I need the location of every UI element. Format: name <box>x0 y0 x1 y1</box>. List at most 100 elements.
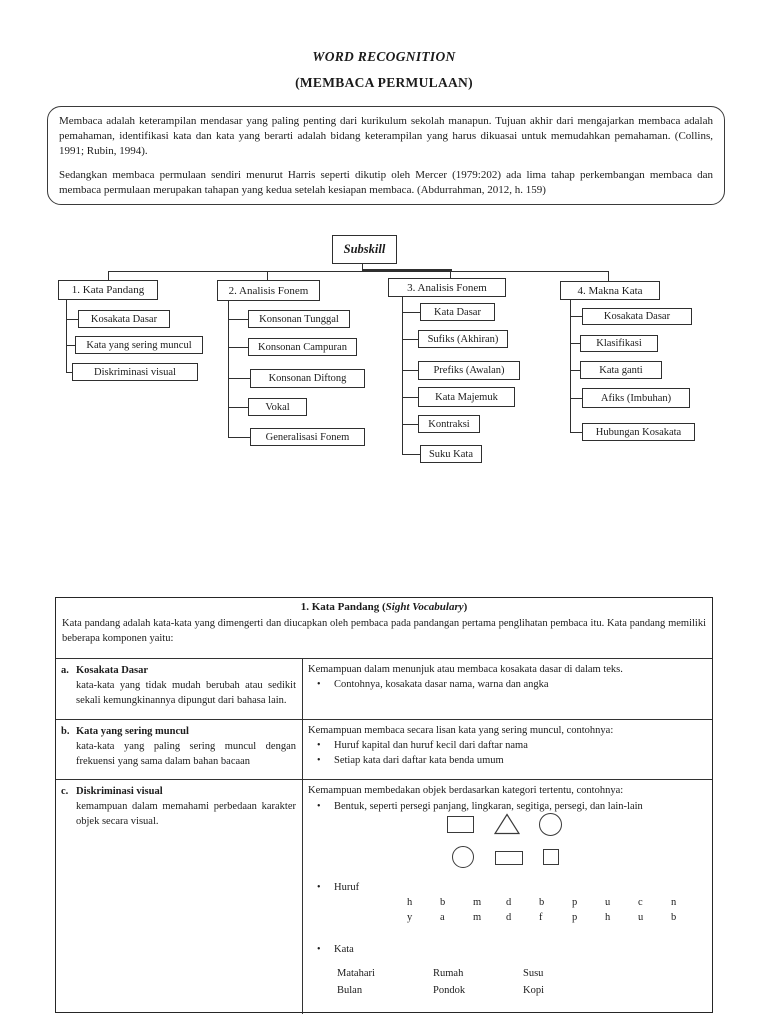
connector-line <box>108 271 109 280</box>
connector-line <box>402 424 418 425</box>
table-intro-paragraph: Kata pandang adalah kata-kata yang dimen… <box>62 618 706 644</box>
doc-title: WORD RECOGNITION <box>312 49 456 64</box>
row-b-description-cell: Kemampuan membaca secara lisan kata yang… <box>303 720 712 779</box>
bullet-icon: • <box>317 755 321 766</box>
bullet-item: • Huruf <box>317 882 360 893</box>
connector-line <box>66 372 72 373</box>
connector-line <box>570 300 571 432</box>
intro-paragraph-1: Membaca adalah keterampilan mendasar yan… <box>59 115 713 157</box>
row-definition: kemampuan dalam memahami perbedaan karak… <box>76 801 296 827</box>
diagram-child-box: Generalisasi Fonem <box>250 428 365 446</box>
row-letter: a. <box>61 665 69 676</box>
row-letter: b. <box>61 726 70 737</box>
triangle-shape <box>494 813 520 835</box>
connector-line <box>267 271 268 280</box>
connector-line <box>228 347 248 348</box>
row-description: Kemampuan dalam menunjuk atau membaca ko… <box>308 664 623 675</box>
diagram-child-box: Afiks (Imbuhan) <box>582 388 690 408</box>
connector-line <box>402 297 403 454</box>
row-description: Kemampuan membaca secara lisan kata yang… <box>308 725 614 736</box>
square-shape <box>543 849 559 865</box>
row-b-term-cell: b. Kata yang sering muncul kata-kata yan… <box>56 720 303 779</box>
diagram-child-box: Vokal <box>248 398 307 416</box>
bullet-icon: • <box>317 801 321 812</box>
bullet-icon: • <box>317 944 321 955</box>
bullet-icon: • <box>317 740 321 751</box>
diagram-child-box: Hubungan Kosakata <box>582 423 695 441</box>
diagram-child-box: Konsonan Diftong <box>250 369 365 388</box>
table-title: 1. Kata Pandang (Sight Vocabulary) <box>300 601 468 613</box>
diagram-branch-makna-kata: 4. Makna Kata <box>560 281 660 300</box>
connector-line <box>570 316 582 317</box>
diagram-child-box: Kosakata Dasar <box>78 310 170 328</box>
table-header: 1. Kata Pandang (Sight Vocabulary) Kata … <box>56 598 712 658</box>
kata-pandang-table: 1. Kata Pandang (Sight Vocabulary) Kata … <box>55 597 713 1014</box>
connector-line <box>228 319 248 320</box>
connector-line <box>108 271 608 272</box>
diagram-child-box: Sufiks (Akhiran) <box>418 330 508 348</box>
row-letter: c. <box>61 786 69 797</box>
row-term: Kosakata Dasar <box>76 665 149 676</box>
circle-shape <box>452 846 474 868</box>
row-definition: kata-kata yang tidak mudah berubah atau … <box>76 680 296 706</box>
row-term: Kata yang sering muncul <box>76 726 189 737</box>
connector-line <box>402 312 420 313</box>
row-a-term-cell: a. Kosakata Dasar kata-kata yang tidak m… <box>56 659 303 719</box>
connector-line <box>402 454 420 455</box>
connector-line <box>228 407 248 408</box>
row-c-description-cell: Kemampuan membedakan objek berdasarkan k… <box>303 780 712 1014</box>
diagram-child-box: Suku Kata <box>420 445 482 463</box>
row-a-description-cell: Kemampuan dalam menunjuk atau membaca ko… <box>303 659 712 719</box>
diagram-child-box: Kata Dasar <box>420 303 495 321</box>
diagram-child-box: Kata ganti <box>580 361 662 379</box>
bullet-item: • Contohnya, kosakata dasar nama, warna … <box>317 679 549 690</box>
diagram-child-box: Konsonan Campuran <box>248 338 357 356</box>
row-c-term-cell: c. Diskriminasi visual kemampuan dalam m… <box>56 780 303 1014</box>
connector-line <box>608 271 609 281</box>
connector-line <box>570 343 580 344</box>
connector-line <box>66 345 75 346</box>
row-definition: kata-kata yang paling sering muncul deng… <box>76 741 296 767</box>
bullet-icon: • <box>317 882 321 893</box>
connector-line <box>66 300 67 372</box>
connector-line <box>570 370 580 371</box>
intro-box: Membaca adalah keterampilan mendasar yan… <box>47 106 725 205</box>
diagram-branch-analisis-fonem-2: 2. Analisis Fonem <box>217 280 320 301</box>
connector-line <box>362 264 363 272</box>
connector-line <box>402 339 418 340</box>
diagram-child-box: Prefiks (Awalan) <box>418 361 520 380</box>
diagram-child-box: Kosakata Dasar <box>582 308 692 325</box>
letters-grid: h b m d b p u c n y a m d f p h u <box>407 897 677 923</box>
bullet-item: • Setiap kata dari daftar kata benda umu… <box>317 755 504 766</box>
diagram-branch-analisis-fonem-3: 3. Analisis Fonem <box>388 278 506 297</box>
row-description: Kemampuan membedakan objek berdasarkan k… <box>308 785 624 796</box>
diagram-child-box: Kontraksi <box>418 415 480 433</box>
connector-line <box>228 378 250 379</box>
table-row-c: c. Diskriminasi visual kemampuan dalam m… <box>56 779 712 1014</box>
connector-line <box>402 370 418 371</box>
intro-paragraph-2: Sedangkan membaca permulaan sendiri menu… <box>59 169 713 196</box>
diagram-child-box: Klasifikasi <box>580 335 658 352</box>
connector-line <box>402 397 418 398</box>
connector-line <box>228 301 229 437</box>
connector-line <box>570 398 582 399</box>
diagram-root-box: Subskill <box>332 235 397 264</box>
words-grid: Matahari Rumah Susu Bulan Pondok Kopi <box>337 968 544 996</box>
connector-line <box>228 437 250 438</box>
diagram-child-box: Kata yang sering muncul <box>75 336 203 354</box>
diagram-child-box: Kata Majemuk <box>418 387 515 407</box>
table-row-b: b. Kata yang sering muncul kata-kata yan… <box>56 719 712 779</box>
connector-line <box>570 432 582 433</box>
doc-subtitle: (MEMBACA PERMULAAN) <box>295 75 473 90</box>
table-row-a: a. Kosakata Dasar kata-kata yang tidak m… <box>56 658 712 719</box>
connector-line <box>66 319 78 320</box>
diagram-branch-kata-pandang: 1. Kata Pandang <box>58 280 158 300</box>
connector-line <box>362 269 452 272</box>
row-term: Diskriminasi visual <box>76 786 163 797</box>
rectangle-shape <box>447 816 474 833</box>
rectangle-shape <box>495 851 523 865</box>
diagram-child-box: Diskriminasi visual <box>72 363 198 381</box>
bullet-item: • Bentuk, seperti persegi panjang, lingk… <box>317 801 643 812</box>
